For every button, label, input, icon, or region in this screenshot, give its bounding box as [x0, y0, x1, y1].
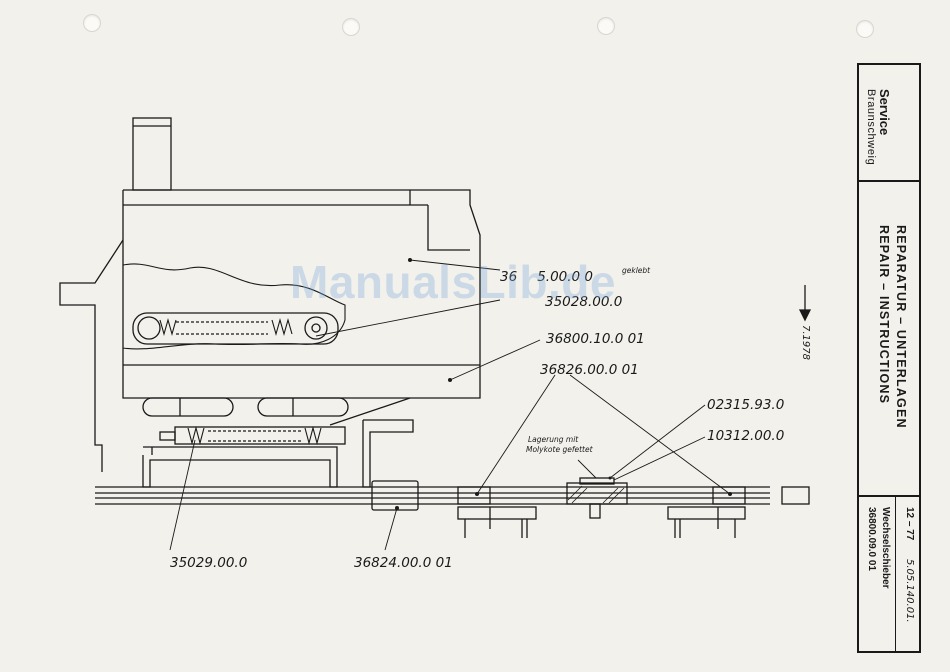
document-title: REPARATUR – UNTERLAGEN REPAIR – INSTRUCT… [875, 225, 909, 429]
lubrication-note-line2: Molykote gefettet [526, 445, 594, 454]
top-post [133, 118, 171, 190]
title-en: REPAIR – INSTRUCTIONS [875, 225, 892, 429]
title-de: REPARATUR – UNTERLAGEN [892, 225, 909, 429]
callout-block: 36824.00.0 01 [354, 555, 453, 571]
doc-number: 5.05.140.01. [904, 559, 915, 623]
part-name: Wechselschieber [880, 507, 891, 589]
date-mark: 7.1978 [800, 325, 811, 360]
title-block: Service Braunschweig REPARATUR – UNTERLA… [857, 63, 921, 653]
punch-hole [856, 20, 874, 38]
company-block: Service Braunschweig [864, 89, 891, 165]
arrow-down-icon [800, 285, 810, 320]
lubrication-note-line1: Lagerung mit [528, 435, 579, 444]
company-city: Braunschweig [864, 89, 877, 165]
glued-note: geklebt [622, 266, 651, 275]
callout-washer: 02315.93.0 [707, 397, 784, 413]
date-code: 12 – 77 [904, 507, 915, 540]
callout-guide: 36826.00.0 01 [540, 362, 639, 378]
callout-screw: 10312.00.0 [707, 428, 784, 444]
part-number: 36800.09.0 01 [866, 507, 877, 571]
callout-lower-spring: 35029.00.0 [170, 555, 247, 571]
callout-slider: 36800.10.0 01 [546, 331, 645, 347]
company-name: Service [877, 89, 891, 165]
watermark: ManualsLib.de [290, 255, 616, 309]
